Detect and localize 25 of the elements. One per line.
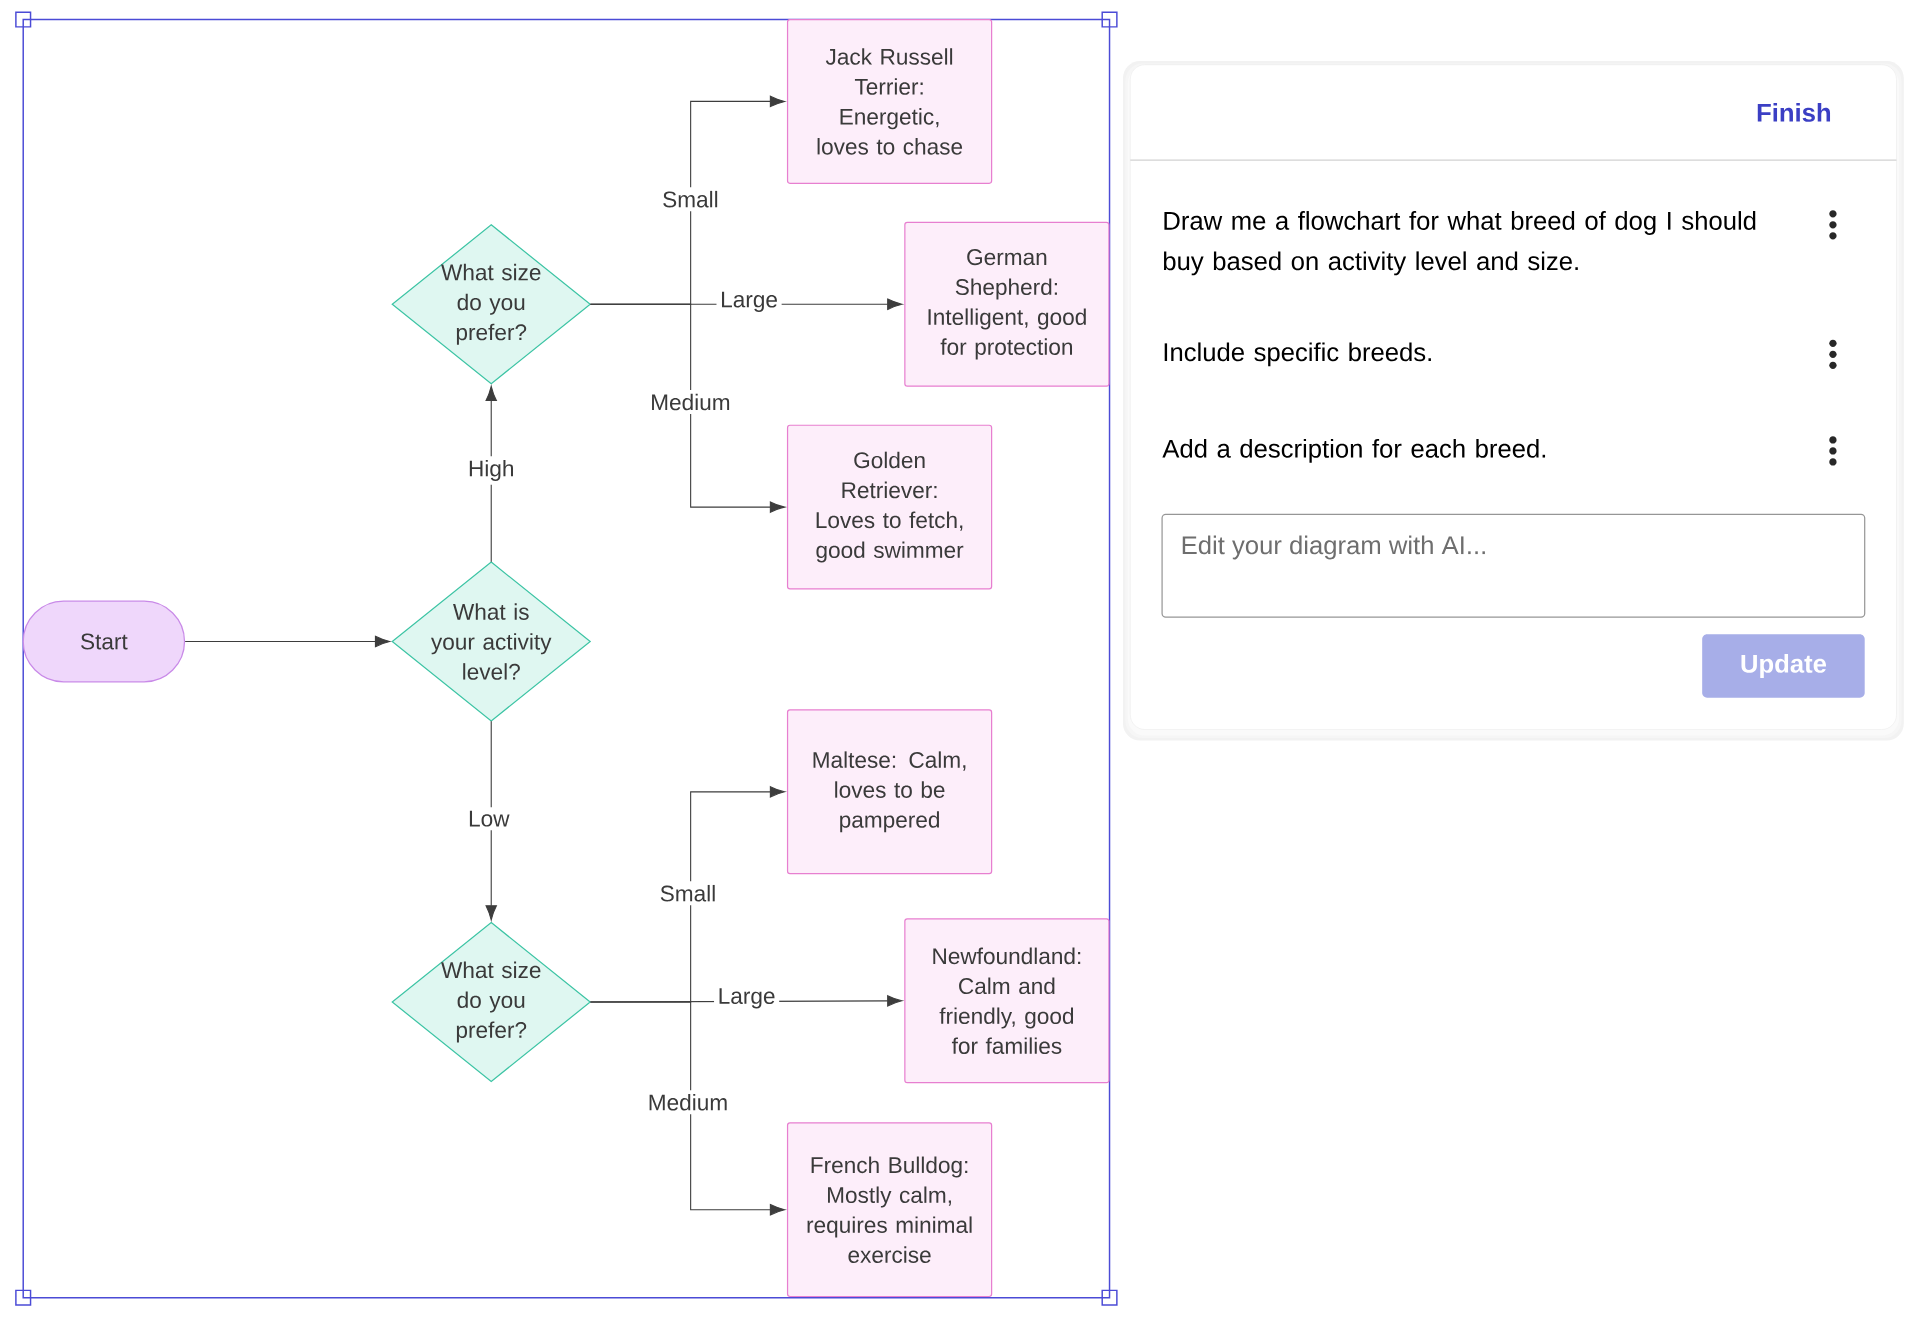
arrow <box>589 1001 786 1216</box>
edge-label: High <box>464 456 519 485</box>
edge-label: Low <box>464 807 514 831</box>
breed-box: Golden Retriever: Loves to fetch, good swimmer <box>786 424 993 590</box>
prompt-message: Add a description for each breed. <box>1162 438 1546 463</box>
breed-box: German Shepherd: Intelligent, good for protection <box>904 221 1110 387</box>
prompt-message: Draw me a flowchart for what breed of dog I should buy based on activity level and size. <box>1163 211 1756 276</box>
arrow <box>589 303 786 513</box>
edge-label: Large <box>716 287 782 316</box>
breed-box: Newfoundland: Calm and friendly, good for families <box>904 918 1110 1084</box>
edge-label: Medium <box>644 1090 732 1115</box>
breed-box: Jack Russell Terrier: Energetic, loves to chase <box>786 18 993 184</box>
arrow <box>485 720 497 921</box>
input-field: Edit your diagram with AI... <box>1161 513 1866 618</box>
prompt-message: Include specific breeds. <box>1164 342 1431 367</box>
finish-link: Finish <box>1757 102 1831 122</box>
breed-box: French Bulldog: Mostly calm, requires minimal exercise <box>786 1122 993 1298</box>
edge-label: Small <box>658 187 723 212</box>
edge-label: Large <box>714 984 780 1013</box>
edge-label: Medium <box>646 390 735 414</box>
edge-label: Small <box>656 881 720 906</box>
arrow <box>485 385 497 563</box>
arrow <box>184 635 391 648</box>
update-button: Update <box>1702 634 1865 698</box>
breed-box: Maltese: Calm, loves to be pampered <box>786 709 993 875</box>
